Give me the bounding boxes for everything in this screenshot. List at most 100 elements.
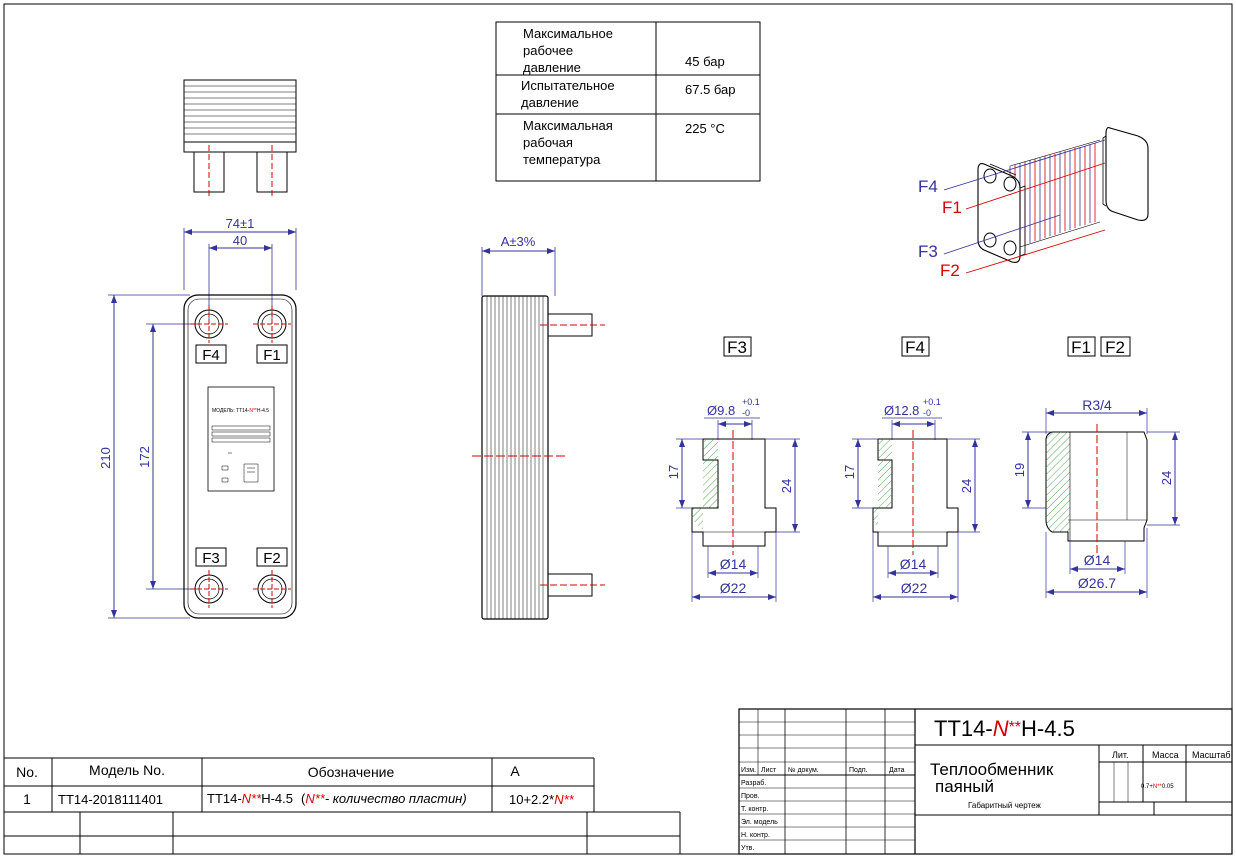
title-lit-label: Лит. xyxy=(1112,750,1129,760)
nameplate-model-n: N** xyxy=(249,408,257,414)
section-f4: F4 Ø12.8 +0.1 -0 17 24 Ø14 Ø22 xyxy=(842,336,980,602)
section-f1f2-dim-right: 24 xyxy=(1159,471,1174,485)
a-prefix: 10+2.2* xyxy=(509,792,554,807)
port-label-f1: F1 xyxy=(263,347,281,364)
title-code-prefix: ТТ14- xyxy=(934,716,993,741)
mass-suffix: 0.05 xyxy=(1162,784,1174,790)
iso-label-f1: F1 xyxy=(942,198,962,217)
model-table-header-no: No. xyxy=(16,764,38,780)
note-n: N** xyxy=(305,791,325,806)
spec-label-pressure-3: давление xyxy=(523,60,581,75)
section-f3-tol-upper: +0.1 xyxy=(742,397,760,407)
port-f4 xyxy=(190,305,228,343)
spec-value-pressure: 45 бар xyxy=(685,54,725,69)
title-name-line1: Теплообменник xyxy=(930,760,1054,779)
section-f4-tol-lower: -0 xyxy=(923,408,931,418)
section-f1-f2: F1 F2 R3/4 19 24 Ø14 Ø26.7 xyxy=(1012,336,1180,598)
top-view xyxy=(183,79,297,196)
spec-value-temp: 225 °С xyxy=(685,121,725,136)
title-col-izm: Изм. xyxy=(741,767,756,774)
title-row-approved: Утв. xyxy=(741,845,754,852)
spec-label-test-1: Испытательное xyxy=(521,78,615,93)
note-open: ( xyxy=(301,791,306,806)
port-label-f4: F4 xyxy=(202,347,220,364)
title-mass-value: 0.7+N**0.05 xyxy=(1141,784,1174,790)
section-f1f2-dim-left: 19 xyxy=(1012,463,1027,477)
section-f3-tol-lower: -0 xyxy=(742,408,750,418)
dim-port-spacing: 40 xyxy=(233,233,247,248)
dim-width: 74±1 xyxy=(226,216,255,231)
section-f4-dim-inner: Ø14 xyxy=(900,556,927,572)
section-thread: R3/4 xyxy=(1082,397,1112,413)
model-table xyxy=(4,757,681,854)
spec-table: Максимальное рабочее давление 45 бар Исп… xyxy=(495,21,761,182)
port-f2 xyxy=(253,570,291,608)
section-f3-dim-inner: Ø14 xyxy=(720,556,747,572)
title-row-norm-control: Н. контр. xyxy=(741,832,770,839)
model-row-designation: ТТ14-N**Н-4.5(N**- количество пластин) xyxy=(207,791,467,806)
model-table-header-designation: Обозначение xyxy=(308,764,395,780)
nameplate-model-prefix: МОДЕЛЬ: ТТ14- xyxy=(212,408,250,414)
title-col-doc: № докум. xyxy=(788,767,819,774)
section-f4-dim-right: 24 xyxy=(959,479,974,493)
section-f3-diameter: Ø9.8 xyxy=(707,403,735,418)
title-col-date: Дата xyxy=(889,767,905,774)
section-f3-dim-left: 17 xyxy=(666,465,681,479)
spec-label-pressure-1: Максимальное xyxy=(523,26,613,41)
title-code-suffix: Н-4.5 xyxy=(1021,716,1075,741)
port-label-f2: F2 xyxy=(263,550,281,567)
section-f4-dim-left: 17 xyxy=(842,465,857,479)
model-row-a: 10+2.2*N** xyxy=(509,792,575,807)
title-mass-label: Масса xyxy=(1152,750,1179,760)
title-code-stars: ** xyxy=(1009,719,1021,736)
title-block xyxy=(738,708,1233,855)
a-n: N** xyxy=(554,792,574,807)
title-row-tech-control: Т. контр. xyxy=(741,806,768,813)
sheet-frame xyxy=(3,3,1233,855)
iso-view: F4 F1 F3 F2 xyxy=(918,127,1149,280)
dim-port-vertical: 172 xyxy=(137,446,152,468)
model-table-header-a: А xyxy=(510,763,520,779)
section-f3-title: F3 xyxy=(727,338,747,357)
title-col-sign: Подп. xyxy=(849,767,868,774)
model-table-header-model: Модель No. xyxy=(89,762,165,778)
port-label-f3: F3 xyxy=(202,550,220,567)
spec-label-temp-2: рабочая xyxy=(523,135,573,150)
note-text: - количество пластин) xyxy=(325,791,467,806)
nameplate: МОДЕЛЬ: ТТ14-N**Н-4.5 xyxy=(207,386,275,492)
title-col-list: Лист xyxy=(761,767,777,774)
designation-n: N** xyxy=(242,791,262,806)
title-code-n: N xyxy=(993,716,1009,741)
section-f4-tol-upper: +0.1 xyxy=(923,397,941,407)
mass-n: N** xyxy=(1153,784,1163,790)
spec-label-pressure-2: рабочее xyxy=(523,43,573,58)
port-f1 xyxy=(253,305,291,343)
section-f3-dim-right: 24 xyxy=(779,479,794,493)
title-row-developed: Разраб. xyxy=(741,779,766,787)
section-f1-title: F1 xyxy=(1071,338,1091,357)
title-scale-label: Масштаб xyxy=(1192,750,1231,760)
model-row-model: ТТ14-2018111401 xyxy=(58,792,163,807)
section-f1f2-dim-inner: Ø14 xyxy=(1084,552,1111,568)
designation-prefix: ТТ14- xyxy=(207,791,242,806)
section-f3: F3 Ø9.8 +0.1 -0 17 24 Ø14 Ø22 xyxy=(666,336,800,602)
iso-label-f2: F2 xyxy=(940,261,960,280)
front-view: 74±1 40 210 172 xyxy=(98,216,297,619)
title-row-checked: Пров. xyxy=(741,793,760,800)
title-name-line2: паяный xyxy=(935,777,994,796)
mass-prefix: 0.7+ xyxy=(1141,784,1153,790)
dim-length: А±3% xyxy=(501,234,536,249)
port-f3 xyxy=(190,570,228,608)
spec-label-temp-1: Максимальная xyxy=(523,118,613,133)
designation-suffix: Н-4.5 xyxy=(261,791,293,806)
spec-label-temp-3: температура xyxy=(523,152,601,167)
section-f4-title: F4 xyxy=(905,338,925,357)
model-row-no: 1 xyxy=(23,791,31,807)
iso-label-f4: F4 xyxy=(918,177,938,196)
spec-label-test-2: давление xyxy=(521,95,579,110)
title-code: ТТ14-N**Н-4.5 xyxy=(934,716,1075,741)
section-f4-dim-outer: Ø22 xyxy=(901,580,928,596)
dim-height: 210 xyxy=(98,447,113,469)
svg-text:МОДЕЛЬ: ТТ14-N**Н-4.5: МОДЕЛЬ: ТТ14-N**Н-4.5 xyxy=(212,408,269,414)
